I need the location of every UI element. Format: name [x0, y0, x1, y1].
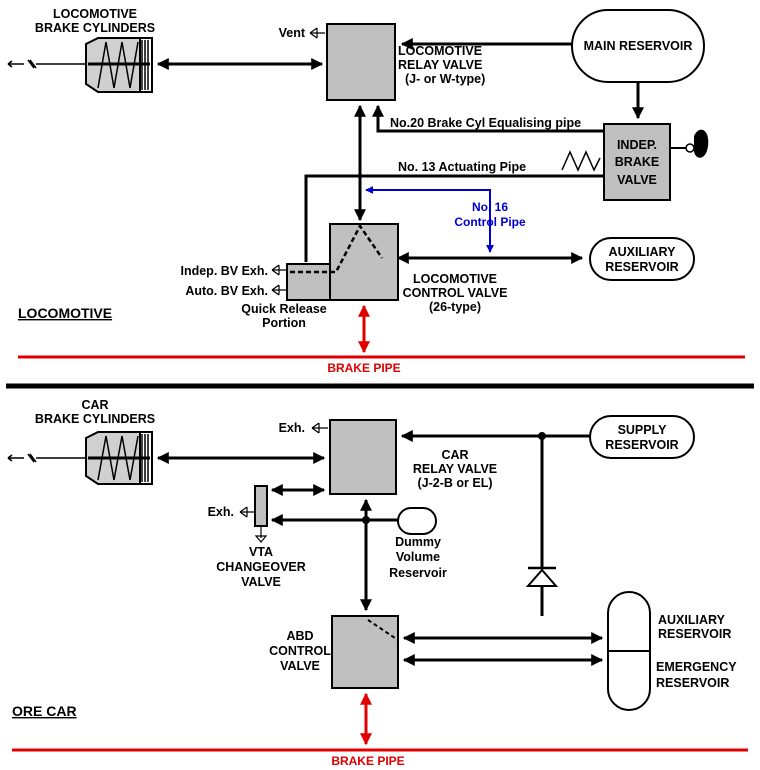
car-cylinders-label-1: CAR: [81, 398, 108, 412]
control-pipe-label-2: Control Pipe: [454, 215, 526, 229]
vta-label-3: VALVE: [241, 575, 281, 589]
loco-relay-label-3: (J- or W-type): [405, 72, 485, 86]
loco-brake-pipe-label: BRAKE PIPE: [327, 361, 400, 375]
car-relay-label-3: (J-2-B or EL): [418, 476, 493, 490]
check-valve-icon: [525, 566, 559, 587]
actuating-pipe-label: No. 13 Actuating Pipe: [398, 160, 526, 174]
dummy-label-2: Volume: [396, 550, 440, 564]
car-aux-label-2: RESERVOIR: [658, 627, 731, 641]
loco-cylinders-label-2: BRAKE CYLINDERS: [35, 21, 155, 35]
vent-label: Vent: [279, 26, 306, 40]
equalising-pipe: [372, 104, 604, 133]
quick-release-portion[interactable]: [286, 263, 333, 301]
car-section-label: ORE CAR: [12, 703, 77, 719]
loco-aux-label-1: AUXILIARY: [609, 245, 677, 259]
actuating-pipe: [304, 174, 604, 262]
quick-release-label-2: Portion: [262, 316, 306, 330]
indep-brake-valve[interactable]: [603, 123, 671, 201]
quick-release-label-1: Quick Release: [241, 302, 327, 316]
loco-control-label-1: LOCOMOTIVE: [413, 272, 497, 286]
abd-control-valve[interactable]: [331, 615, 399, 689]
indep-label-1: INDEP.: [617, 138, 657, 152]
vta-changeover-valve[interactable]: [254, 485, 268, 527]
dummy-label-3: Reservoir: [389, 566, 447, 580]
car-relay-label-2: RELAY VALVE: [413, 462, 497, 476]
main-reservoir-label: MAIN RESERVOIR: [584, 39, 693, 53]
loco-aux-reservoir[interactable]: [589, 237, 695, 281]
emer-label-1: EMERGENCY: [656, 660, 737, 674]
loco-aux-label-2: RESERVOIR: [605, 260, 678, 274]
dummy-volume-reservoir[interactable]: [397, 507, 437, 535]
abd-label-2: CONTROL: [269, 644, 331, 658]
indep-label-2: BRAKE: [615, 155, 659, 169]
car-aux-label-1: AUXILIARY: [658, 613, 726, 627]
loco-relay-valve[interactable]: [326, 23, 396, 101]
vta-exh-label: Exh.: [208, 505, 234, 519]
control-pipe-label-1: No. 16: [472, 200, 508, 214]
indep-label-3: VALVE: [617, 173, 657, 187]
brake-handle-icon[interactable]: [670, 129, 709, 158]
loco-relay-label-1: LOCOMOTIVE: [398, 44, 482, 58]
equalising-pipe-label: No.20 Brake Cyl Equalising pipe: [390, 116, 581, 130]
locomotive-section-label: LOCOMOTIVE: [18, 305, 112, 321]
loco-relay-label-2: RELAY VALVE: [398, 58, 482, 72]
loco-control-label-2: CONTROL VALVE: [403, 286, 508, 300]
loco-control-label-3: (26-type): [429, 300, 481, 314]
vta-label-1: VTA: [249, 545, 273, 559]
loco-brake-cylinder: [7, 37, 153, 93]
dummy-label-1: Dummy: [395, 535, 441, 549]
car-section: CAR BRAKE CYLINDERS Exh. CAR RELAY VALVE…: [7, 398, 748, 768]
car-exh-top-label: Exh.: [279, 421, 305, 435]
auto-exh-label: Auto. BV Exh.: [185, 284, 268, 298]
car-relay-label-1: CAR: [441, 448, 468, 462]
loco-cylinders-label-1: LOCOMOTIVE: [53, 7, 137, 21]
indep-exh-label: Indep. BV Exh.: [180, 264, 268, 278]
car-cylinders-label-2: BRAKE CYLINDERS: [35, 412, 155, 426]
supply-label-1: SUPPLY: [618, 423, 668, 437]
locomotive-section: LOCOMOTIVE BRAKE CYLINDERS Vent LOCOMOTI…: [7, 7, 745, 375]
vta-label-2: CHANGEOVER: [216, 560, 306, 574]
emer-label-2: RESERVOIR: [656, 676, 729, 690]
car-relay-valve[interactable]: [329, 419, 397, 495]
abd-label-1: ABD: [286, 629, 313, 643]
car-brake-pipe-label: BRAKE PIPE: [331, 754, 404, 768]
abd-label-3: VALVE: [280, 659, 320, 673]
supply-label-2: RESERVOIR: [605, 438, 678, 452]
car-brake-cylinder: [7, 431, 153, 485]
